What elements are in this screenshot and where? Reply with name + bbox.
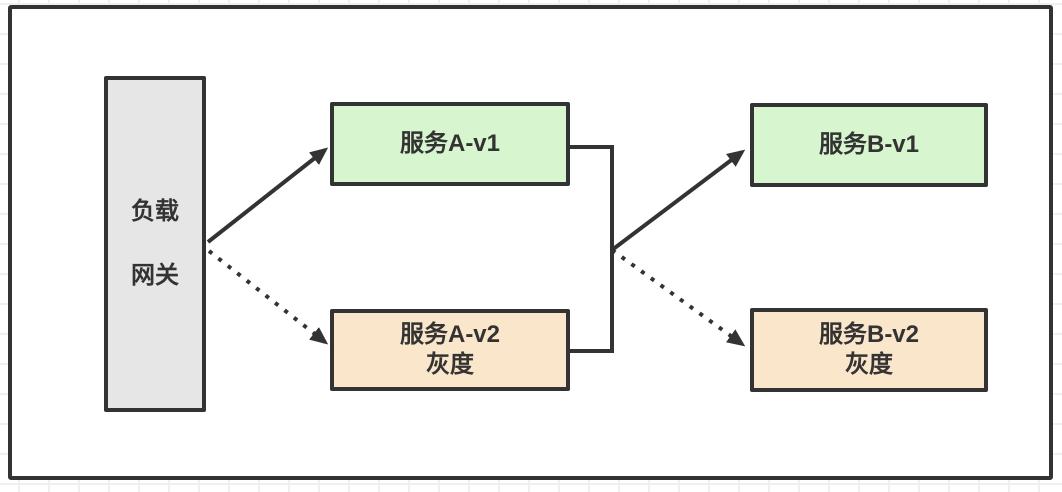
service-a-v2-node: 服务A-v2 灰度 — [330, 309, 570, 391]
service-a-v1-node: 服务A-v1 — [330, 102, 570, 186]
service-b-v1-label: 服务B-v1 — [818, 131, 920, 158]
service-a-v2-label: 服务A-v2 — [399, 321, 501, 348]
gateway-label-line1: 负载 — [131, 198, 179, 225]
edge-merge-to-service-b-v2 — [610, 248, 746, 347]
service-a-v1-label: 服务A-v1 — [399, 130, 501, 157]
service-b-v2-sublabel: 灰度 — [845, 351, 893, 378]
edge-merge-bracket — [568, 145, 614, 353]
edge-gateway-to-service-a-v1 — [206, 147, 329, 244]
edge-gateway-to-service-a-v2 — [207, 249, 329, 345]
service-b-v2-label: 服务B-v2 — [818, 321, 920, 348]
service-b-v2-node: 服务B-v2 灰度 — [750, 308, 988, 392]
edge-merge-to-service-b-v1 — [610, 149, 746, 252]
service-b-v1-node: 服务B-v1 — [750, 103, 988, 187]
gateway-label-line2: 网关 — [131, 262, 179, 289]
gateway-node: 负载 网关 — [104, 76, 206, 412]
service-a-v2-sublabel: 灰度 — [426, 351, 474, 378]
